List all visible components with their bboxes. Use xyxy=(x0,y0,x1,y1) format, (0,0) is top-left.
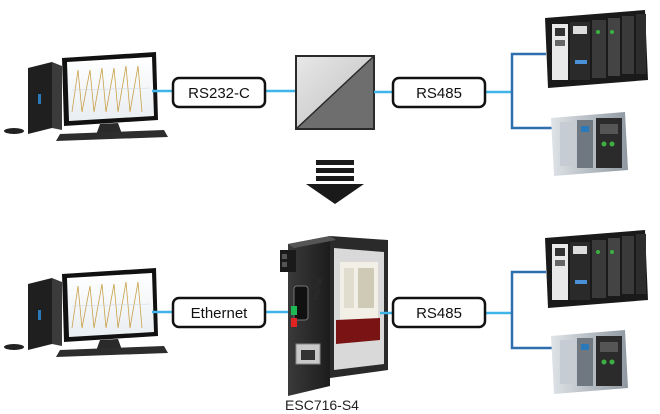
device-caption: ESC716-S4 xyxy=(285,397,359,413)
svg-text:RS232-C: RS232-C xyxy=(188,85,250,102)
link-label-rs485-bottom: RS485 xyxy=(391,296,487,329)
computer-icon xyxy=(4,52,168,141)
down-arrow-icon xyxy=(306,160,364,204)
computer-icon-bottom xyxy=(4,268,168,357)
svg-text:Ethernet: Ethernet xyxy=(191,305,249,322)
serial-server-icon: ESC716 xyxy=(280,236,388,396)
plc-rack-icon-bottom xyxy=(545,230,648,308)
svg-text:ESC716: ESC716 xyxy=(314,277,324,301)
converter-icon xyxy=(295,55,375,130)
plc-rack-icon xyxy=(545,10,648,88)
link-label-rs232: RS232-C xyxy=(171,76,267,109)
rs485-bus-top xyxy=(510,52,552,130)
svg-text:RS485: RS485 xyxy=(416,305,462,322)
plc-module-icon xyxy=(551,112,628,176)
link-label-rs485-top: RS485 xyxy=(391,76,487,109)
plc-module-icon-bottom xyxy=(551,330,628,394)
link-label-ethernet: Ethernet xyxy=(171,296,267,329)
svg-text:RS485: RS485 xyxy=(416,85,462,102)
rs485-bus-bottom xyxy=(510,270,552,350)
